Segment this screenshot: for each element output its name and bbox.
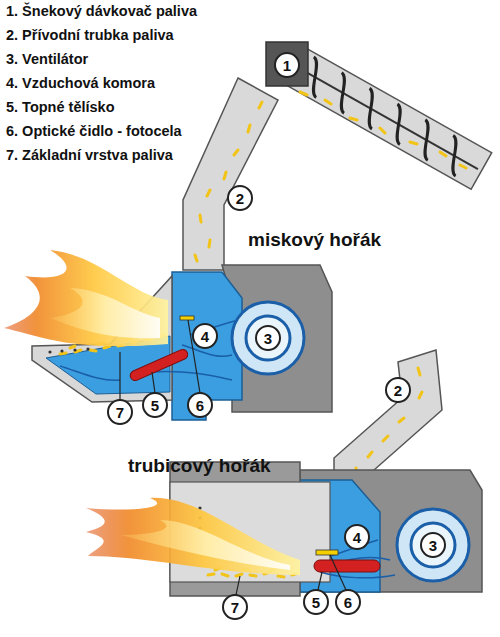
auger-tube [278, 44, 492, 190]
callout-circle: 5 [142, 392, 168, 418]
callout-circle: 4 [192, 323, 218, 349]
legend-entry: 6. Optické čidlo - fotocela [6, 123, 182, 139]
legend-entry: 2. Přívodní trubka paliva [6, 27, 174, 43]
auger-shaft [292, 64, 478, 169]
callout-number: 6 [344, 594, 352, 611]
burner-heading: trubicový hořák [128, 455, 271, 477]
heating-element [314, 560, 380, 572]
leader-line [119, 352, 120, 400]
callout-number: 4 [201, 328, 209, 345]
air-hole [73, 348, 76, 351]
air-hole [48, 350, 51, 353]
fan-housing [397, 509, 469, 581]
callout-number: 4 [353, 529, 361, 546]
callout-number: 6 [196, 397, 204, 414]
callout-circle: 6 [187, 392, 213, 418]
legend-entry: 5. Topné tělísko [6, 99, 115, 115]
callout-circle: 2 [227, 185, 253, 211]
leader-line [152, 372, 155, 393]
callout-number: 3 [264, 330, 272, 347]
leader-line [318, 572, 322, 590]
callout-circle: 7 [107, 399, 133, 425]
callout-circle: 4 [344, 524, 370, 550]
callout-number: 2 [236, 190, 244, 207]
flame-core [50, 288, 160, 338]
air-hole [86, 347, 89, 350]
burner-heading: miskový hořák [248, 229, 381, 251]
callout-circle: 2 [385, 377, 411, 403]
callout-number: 7 [116, 404, 124, 421]
pellets [195, 92, 466, 261]
fan-rotor [246, 316, 290, 360]
leader-line [330, 555, 346, 590]
callout-circle: 6 [335, 589, 361, 615]
callout-number: 1 [283, 57, 291, 74]
flame [4, 250, 168, 346]
air-hole [60, 349, 63, 352]
callout-circle: 7 [222, 594, 248, 620]
legend-entry: 4. Vzduchová komora [6, 75, 155, 91]
legend-entry: 7. Základní vrstva paliva [6, 147, 173, 163]
legend-entry: 3. Ventilátor [6, 51, 88, 67]
callout-number: 5 [312, 594, 320, 611]
optical-sensor [180, 316, 194, 320]
callout-circle: 3 [420, 532, 446, 558]
heating-element [129, 348, 190, 382]
leader-line [236, 576, 240, 595]
auger-casing [278, 44, 492, 190]
legend-entry: 1. Šnekový dávkovač paliva [6, 3, 197, 19]
fan-rotor [411, 523, 455, 567]
fan-housing [232, 302, 304, 374]
flame-core [120, 520, 290, 570]
optical-sensor [316, 550, 338, 555]
callout-number: 7 [231, 599, 239, 616]
callout-circle: 3 [255, 325, 281, 351]
auger-motor [266, 42, 308, 86]
callout-number: 5 [151, 397, 159, 414]
auger-spiral [297, 57, 472, 176]
callout-number: 2 [394, 382, 402, 399]
flame [86, 498, 300, 575]
callout-circle: 1 [274, 52, 300, 78]
callout-number: 3 [429, 537, 437, 554]
callout-circle: 5 [303, 589, 329, 615]
